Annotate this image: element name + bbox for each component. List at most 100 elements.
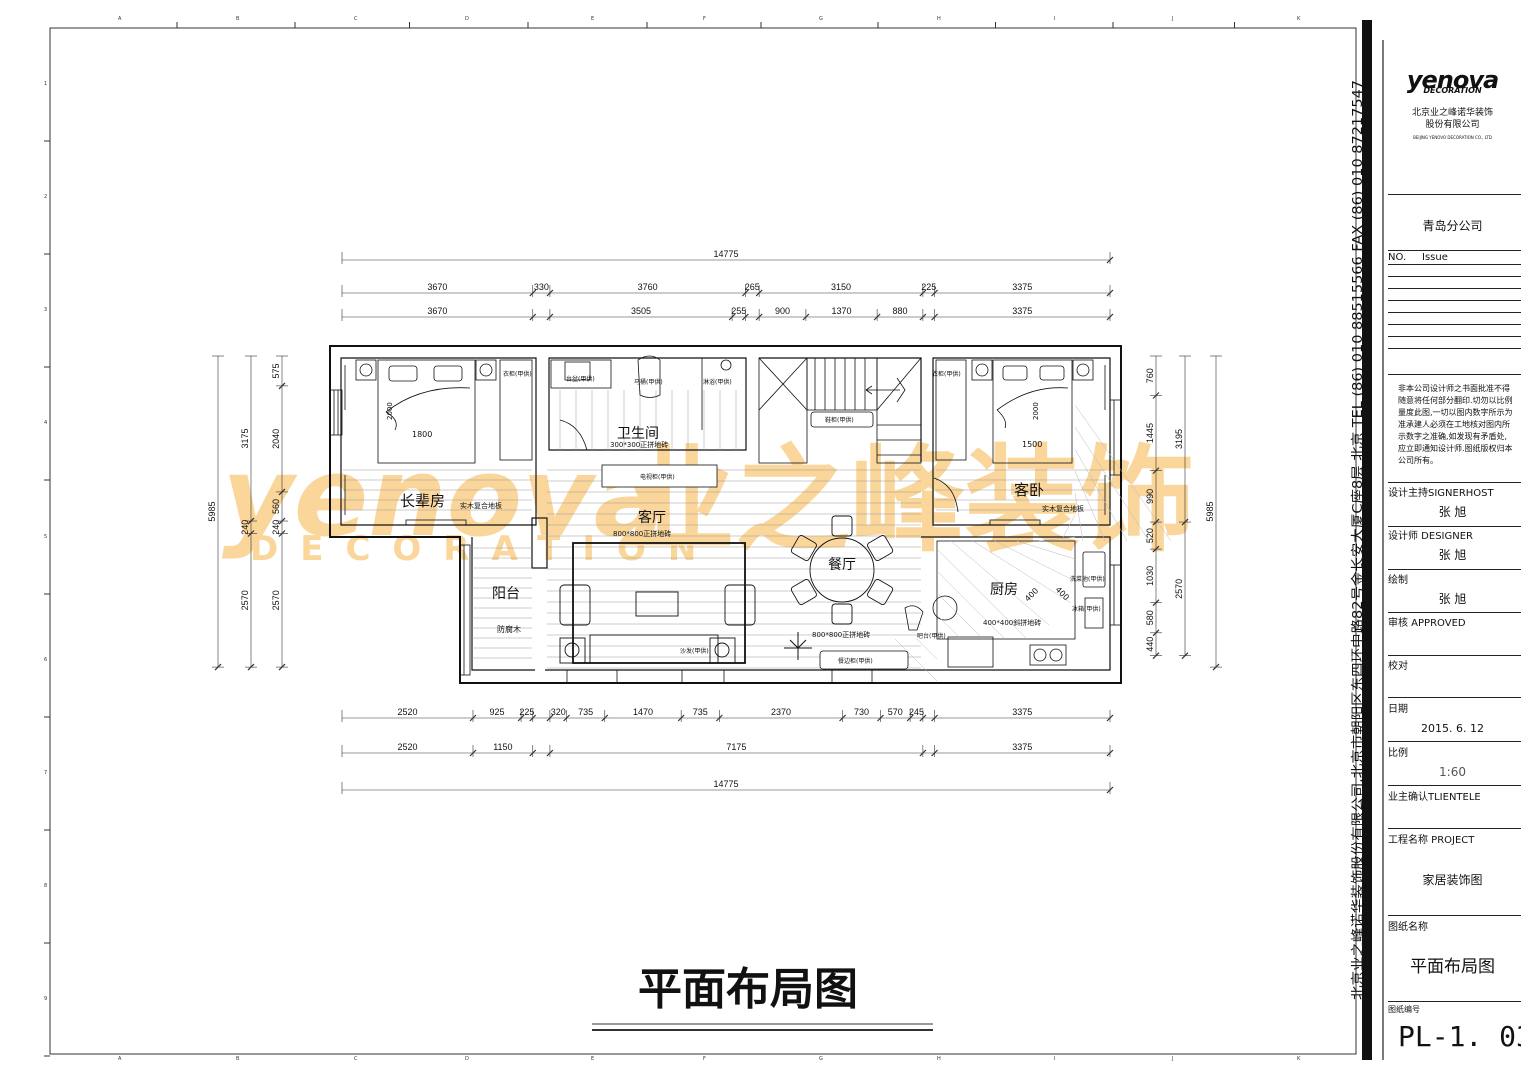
dimension-label: 520 (1145, 528, 1155, 543)
grid-column-label: B (236, 16, 240, 22)
branch-name: 青岛分公司 (1422, 219, 1483, 233)
issue-label: Issue (1422, 252, 1448, 263)
dimension-label: 3375 (1012, 707, 1032, 717)
dimension-tick (931, 714, 938, 722)
dimension-tick (469, 714, 477, 722)
tv-cabinet (601, 464, 718, 488)
room-balcony: 阳台 (492, 586, 520, 602)
grid-column-label: J (1171, 16, 1173, 22)
dimension-label: 580 (1145, 610, 1155, 625)
grid-column-label: F (703, 16, 706, 22)
dimension-tick (1152, 599, 1160, 607)
company-name-cn-2: 股份有限公司 (1425, 120, 1480, 130)
dimension-label: 1470 (633, 707, 653, 717)
dimension-label: 440 (1145, 637, 1155, 652)
sheet-number: PL-1. 03 (1398, 1020, 1521, 1053)
tile-line (1016, 540, 1076, 560)
dimension-tick (546, 313, 554, 321)
grid-column-label: C (354, 1056, 358, 1062)
dimension-tick (546, 714, 554, 722)
dimension-tick (931, 749, 938, 757)
dimension-tick (529, 289, 537, 297)
tile-line (936, 570, 1006, 640)
label-sofa: 沙发(甲供) (680, 647, 709, 655)
grid-column-label: K (1297, 1056, 1301, 1062)
project-name: 家居装饰图 (1422, 873, 1483, 887)
dimension-tick (247, 663, 255, 671)
grid-column-label: J (1171, 1056, 1173, 1062)
copyright-notice: 非本公司设计师之书面批准不得随意将任何部分翻印.切勿以比例量度此图,一切以图内数… (1398, 384, 1513, 465)
dimension-label: 760 (1145, 368, 1155, 383)
dimension-tick (741, 313, 749, 321)
label-shower: 淋浴(甲供) (703, 378, 732, 386)
tile-line (894, 638, 938, 682)
dimension-tick (546, 289, 554, 297)
grid-column-label: H (937, 1056, 941, 1062)
dimension-label: 3375 (1012, 282, 1032, 292)
dimension-tick (919, 313, 927, 321)
dimension-label: 1030 (1145, 566, 1155, 586)
tile-line (994, 540, 1076, 582)
dimension-tick (1106, 786, 1114, 794)
tile-line (1038, 536, 1076, 542)
grid-column-label: A (118, 16, 122, 22)
dimension-label: 2370 (771, 707, 791, 717)
company-name-cn: 北京业之峰诺华装饰 (1411, 108, 1493, 118)
label-tv-cabinet: 电视柜(甲供) (640, 473, 675, 481)
tile-line (950, 540, 1050, 626)
kitchen-diagonal-tile (894, 404, 1172, 682)
dimension-tick (1106, 714, 1114, 722)
dimension-label: 880 (892, 306, 907, 316)
grid-column-label: E (591, 1056, 594, 1062)
tile-mark-2: 400 (1054, 585, 1071, 602)
grid-row-label: 2 (44, 194, 47, 200)
dimension-label: 2520 (397, 742, 417, 752)
room-bathroom: 卫生间 (617, 426, 659, 442)
chief-designer: 张 旭 (1438, 505, 1467, 519)
living-sofa-set (559, 542, 756, 664)
tile-line (936, 548, 1028, 640)
dimension-tick (906, 714, 914, 722)
dimension-label: 14775 (713, 249, 738, 259)
floor-living: 800*800正拼地砖 (613, 529, 671, 538)
grid-column-label: K (1297, 16, 1301, 22)
dimension-tick (247, 517, 255, 525)
grid-column-label: B (236, 1056, 240, 1062)
dimension-tick (919, 289, 927, 297)
dimension-label: 240 (240, 520, 250, 535)
date: 2015. 6. 12 (1421, 722, 1484, 735)
grid-column-label: H (937, 16, 941, 22)
dimension-tick (877, 714, 884, 722)
label-wardrobe-left: 衣柜(甲供) (503, 370, 532, 378)
drawing-title: 平面布局图 (638, 964, 858, 1015)
label-sideboard: 餐边柜(甲供) (838, 657, 873, 665)
dimension-label: 3670 (427, 282, 447, 292)
watermark: yenova DECORATION 业之峰装饰 (222, 433, 1195, 569)
dimension-tick (601, 714, 609, 722)
dimension-tick (1181, 652, 1189, 660)
tile-line (1074, 448, 1128, 542)
plant-icon (784, 632, 812, 660)
dimension-label: 3760 (638, 282, 658, 292)
dimension-label: 225 (921, 282, 936, 292)
dimension-tick (919, 749, 927, 757)
dimension-tick (728, 313, 736, 321)
dimension-label: 2520 (397, 707, 417, 717)
sheet-name: 平面布局图 (1410, 957, 1495, 977)
dimension-label: 3195 (1174, 429, 1184, 449)
dimension-label: 255 (731, 306, 746, 316)
shoe-cabinet-label: 鞋柜(甲供) (825, 416, 854, 424)
dimension-label: 560 (271, 499, 281, 514)
dining-chair (790, 534, 817, 562)
dimension-label: 245 (909, 707, 924, 717)
room-living: 客厅 (638, 509, 666, 526)
dimension-label: 2570 (240, 590, 250, 610)
dimension-tick (1181, 518, 1189, 526)
tile-line (936, 592, 984, 640)
dimension-label: 1445 (1145, 423, 1155, 443)
dimension-tick (517, 714, 525, 722)
dimension-tick (214, 663, 222, 671)
dimension-tick (873, 313, 881, 321)
dimension-tick (919, 714, 927, 722)
drawn-label: 绘制 (1388, 575, 1408, 586)
